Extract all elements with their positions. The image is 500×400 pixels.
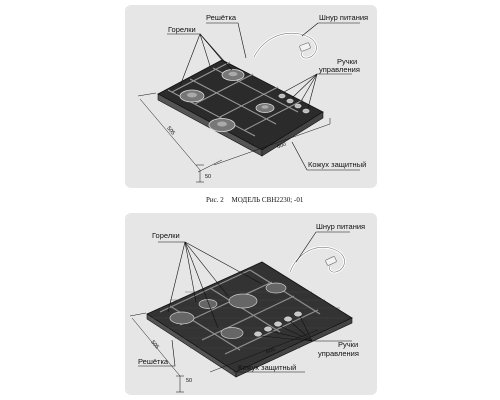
power-cord-2 xyxy=(288,245,346,274)
label-burners-2: Горелки xyxy=(152,231,180,240)
dimension-height-1: 50 xyxy=(205,174,212,180)
hob-2-side-edge xyxy=(235,317,353,378)
label-knobs-2-line2: управления xyxy=(318,349,359,358)
dimension-height-2: 50 xyxy=(186,378,193,384)
label-knobs-1-line1: Ручки xyxy=(337,57,358,66)
label-cover-1: Кожух защитный xyxy=(308,160,367,169)
burners-1 xyxy=(179,69,275,132)
label-knobs-2-line1: Ручки xyxy=(338,340,359,349)
label-power-cord-1: Шнур питания xyxy=(319,13,369,22)
caption-number: Рис. 2 xyxy=(206,196,224,204)
caption-text: МОДЕЛЬ СВН2230; -01 xyxy=(231,196,304,204)
grate-2 xyxy=(159,269,321,355)
figure-caption: Рис. 2 МОДЕЛЬ СВН2230; -01 xyxy=(206,196,309,204)
label-knobs-1-line2: управления xyxy=(319,65,360,74)
label-power-cord-2: Шнур питания xyxy=(316,222,366,231)
burner-2-b xyxy=(198,299,218,309)
burner-2-a xyxy=(169,311,195,325)
label-cover-2: Кожух защитный xyxy=(238,363,297,372)
plug-1 xyxy=(299,42,311,52)
plug-2 xyxy=(325,256,337,266)
burner-2-e xyxy=(220,327,244,339)
burner-2-c xyxy=(228,293,258,309)
knobs-1 xyxy=(278,93,310,114)
knobs-2 xyxy=(254,311,302,337)
hob-1-side-edge xyxy=(261,111,324,157)
burner-2-d xyxy=(265,282,287,294)
label-grate-2: Решётка xyxy=(138,357,169,366)
label-burners-1: Горелки xyxy=(168,25,196,34)
burners-2 xyxy=(169,282,287,339)
label-grate-1: Решётка xyxy=(206,13,237,22)
